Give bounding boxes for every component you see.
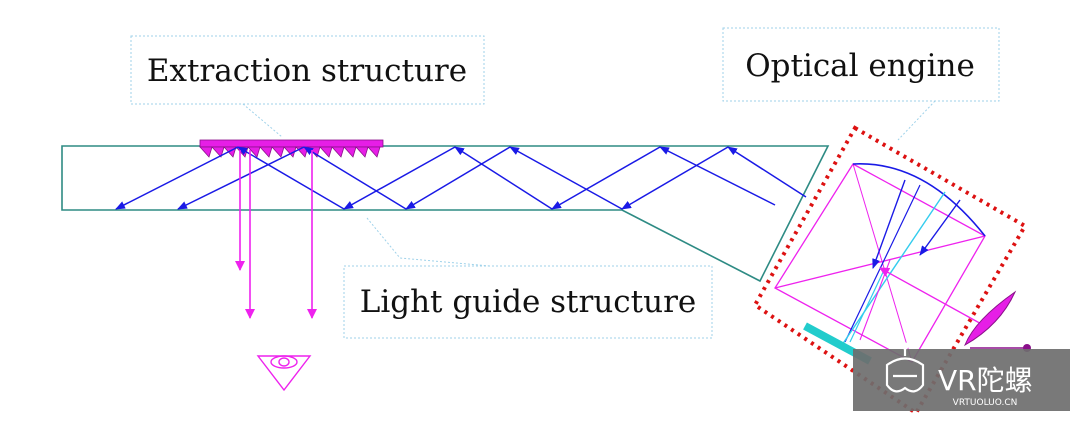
extraction-label: Extraction structure [147,53,467,89]
ray-seg [115,146,239,210]
optical-engine-callout-box [722,27,1000,102]
engine-curved-mirror [852,163,986,237]
eye-icon [256,355,312,392]
extraction-callout: Extraction structure [130,35,485,138]
extraction-callout-leader [242,103,283,138]
optical-engine-callout: Optical engine [722,27,1000,141]
ray-seg [509,146,623,210]
extraction-grating-bar [199,139,384,148]
engine-beamsplitter [774,235,986,289]
ray-seg [659,146,776,206]
ray-seg [454,146,553,210]
ray-seg [343,146,456,210]
optical-engine-callout-leader [897,100,936,141]
ray-incoming [727,146,807,198]
engine-ray-cyan [849,267,886,343]
waveguide-outline [61,145,830,283]
engine-ray-blue [919,199,961,256]
ray-seg [303,146,407,210]
ray-seg [237,146,345,210]
ray-seg [551,146,661,210]
optical-engine-label: Optical engine [745,48,975,84]
light-guide-callout-leader [366,217,491,267]
light-guide-callout: Light guide structure [343,217,713,339]
engine-ray-magenta [859,259,891,341]
engine-ray-blue [844,184,921,343]
watermark-background [853,349,1070,411]
watermark-url: VRTUOLUO.CN [953,398,1018,408]
light-guide-label: Light guide structure [360,284,697,320]
ray-seg [177,146,305,210]
engine-ray-cyan [841,191,946,346]
ray-seg [405,146,511,210]
extraction-grating [199,139,384,158]
watermark-brand: VR陀螺 [938,364,1033,397]
vr-headset-icon [885,342,925,393]
engine-ray-blue [872,179,906,269]
engine-light-lens [964,290,1017,347]
extracted-rays [235,150,317,319]
light-guide-callout-box [343,265,713,339]
watermark: VR陀螺 VRTUOLUO.CN [853,342,1070,411]
engine-prism-outline [774,163,986,363]
guided-rays [115,146,807,210]
optical-engine-border [752,125,1028,416]
extraction-callout-box [130,35,485,105]
engine-ray-magenta [879,267,986,327]
ray-seg [621,146,729,210]
